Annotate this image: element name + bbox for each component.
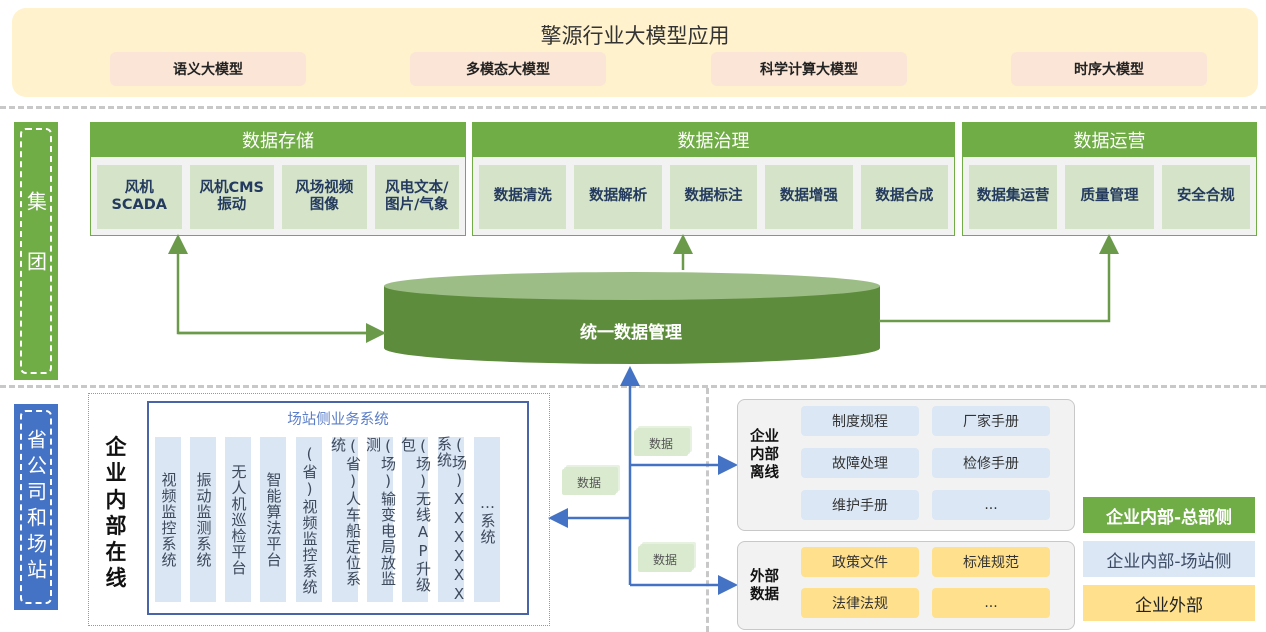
station-system[interactable]: (场)XXXXXX系统 [435,435,468,604]
external-item[interactable]: 政策文件 [801,547,919,577]
model-chip-multimodal[interactable]: 多模态大模型 [410,52,606,86]
legend-station: 企业内部-场站侧 [1083,541,1255,577]
data-note-label: 数据 [562,469,616,495]
station-system[interactable]: 无人机巡检平台 [225,437,251,602]
governance-item[interactable]: 数据清洗 [479,165,567,229]
online-offline-divider [706,388,709,632]
hub-label: 统一数据管理 [580,323,682,343]
station-system-label: (省)视频监控系统 [300,444,319,595]
cylinder-top [384,272,880,300]
station-system-label: …系统 [478,494,497,545]
application-layer-title: 擎源行业大模型应用 [540,24,730,48]
station-system-label: (场)输变电局放监测 [364,437,397,587]
side-label-border [20,128,52,374]
station-system[interactable]: …系统 [474,437,500,602]
cylinder-body [384,286,880,364]
side-label-group: 集团 [14,122,58,380]
external-item[interactable]: 法律法规 [801,588,919,618]
station-system-label: 智能算法平台 [264,471,283,568]
model-chip-semantic[interactable]: 语义大模型 [110,52,306,86]
layer-divider-middle [0,385,1266,388]
station-system[interactable]: (场)输变电局放监测 [364,437,397,602]
arrow-to-operation [879,234,1119,323]
legend-hq: 企业内部-总部侧 [1083,497,1255,533]
application-layer: 擎源行业大模型应用 语义大模型 多模态大模型 科学计算大模型 时序大模型 [12,8,1258,97]
external-item[interactable]: ... [932,588,1050,618]
offline-label: 企业内部 离线 [750,429,779,482]
section-data-storage: 数据存储 风机 SCADA 风机CMS 振动 风场视频 图像 风电文本/ 图片/… [90,122,466,236]
side-label-border [20,410,52,604]
side-label-group-text: 集团 [23,191,48,311]
data-note: 数据 [562,465,620,495]
online-title: 企业内部在线 [105,435,127,591]
station-system[interactable]: 智能算法平台 [260,437,286,602]
offline-item[interactable]: 制度规程 [801,406,919,436]
station-system-label: 振动监测系统 [194,471,213,568]
station-system-label: (场)无线AP升级包 [399,437,432,593]
governance-item[interactable]: 数据增强 [765,165,853,229]
section-data-governance: 数据治理 数据清洗 数据解析 数据标注 数据增强 数据合成 [472,122,955,236]
offline-item[interactable]: 检修手册 [932,448,1050,478]
model-chip-scientific[interactable]: 科学计算大模型 [711,52,907,86]
governance-item[interactable]: 数据合成 [860,165,949,229]
station-system[interactable]: 视频监控系统 [155,437,181,602]
operation-item[interactable]: 安全合规 [1161,165,1250,229]
station-system-label: 无人机巡检平台 [229,463,248,576]
data-note: 数据 [634,426,692,456]
data-note-label: 数据 [634,430,688,456]
legend-external: 企业外部 [1083,585,1255,621]
station-system[interactable]: 振动监测系统 [190,437,216,602]
external-label: 外部 数据 [750,569,779,604]
governance-item[interactable]: 数据解析 [574,165,662,229]
layer-divider-top [0,106,1266,109]
side-label-province: 省公司和场站 [14,404,58,610]
station-system-label: (场)XXXXXX系统 [435,435,468,604]
offline-item[interactable]: 维护手册 [801,490,919,520]
side-label-province-text: 省公司和场站 [23,429,48,585]
section-title: 数据运营 [963,123,1256,157]
arrow-to-storage [168,234,384,335]
station-system-label: (省)人车船定位系统 [329,437,362,587]
station-system[interactable]: (省)人车船定位系统 [329,437,362,602]
storage-item[interactable]: 风机CMS 振动 [189,165,274,229]
offline-item[interactable]: ... [932,490,1050,520]
station-system-label: 视频监控系统 [159,471,178,568]
model-chip-timeseries[interactable]: 时序大模型 [1011,52,1207,86]
online-area [88,393,550,626]
offline-item[interactable]: 厂家手册 [932,406,1050,436]
section-title: 数据治理 [473,123,954,157]
operation-item[interactable]: 质量管理 [1065,165,1154,229]
unified-data-management-cylinder[interactable] [380,268,884,372]
storage-item[interactable]: 风电文本/ 图片/气象 [374,165,459,229]
external-item[interactable]: 标准规范 [932,547,1050,577]
station-systems-title: 场站侧业务系统 [287,412,389,428]
section-title: 数据存储 [91,123,465,157]
offline-item[interactable]: 故障处理 [801,448,919,478]
section-data-operation: 数据运营 数据集运营 质量管理 安全合规 [962,122,1257,236]
data-note: 数据 [638,542,696,572]
station-system[interactable]: (场)无线AP升级包 [399,437,432,602]
governance-item[interactable]: 数据标注 [669,165,758,229]
storage-item[interactable]: 风机 SCADA [97,165,182,229]
station-system[interactable]: (省)视频监控系统 [296,437,322,602]
storage-item[interactable]: 风场视频 图像 [282,165,367,229]
data-note-label: 数据 [638,546,692,572]
operation-item[interactable]: 数据集运营 [969,165,1058,229]
